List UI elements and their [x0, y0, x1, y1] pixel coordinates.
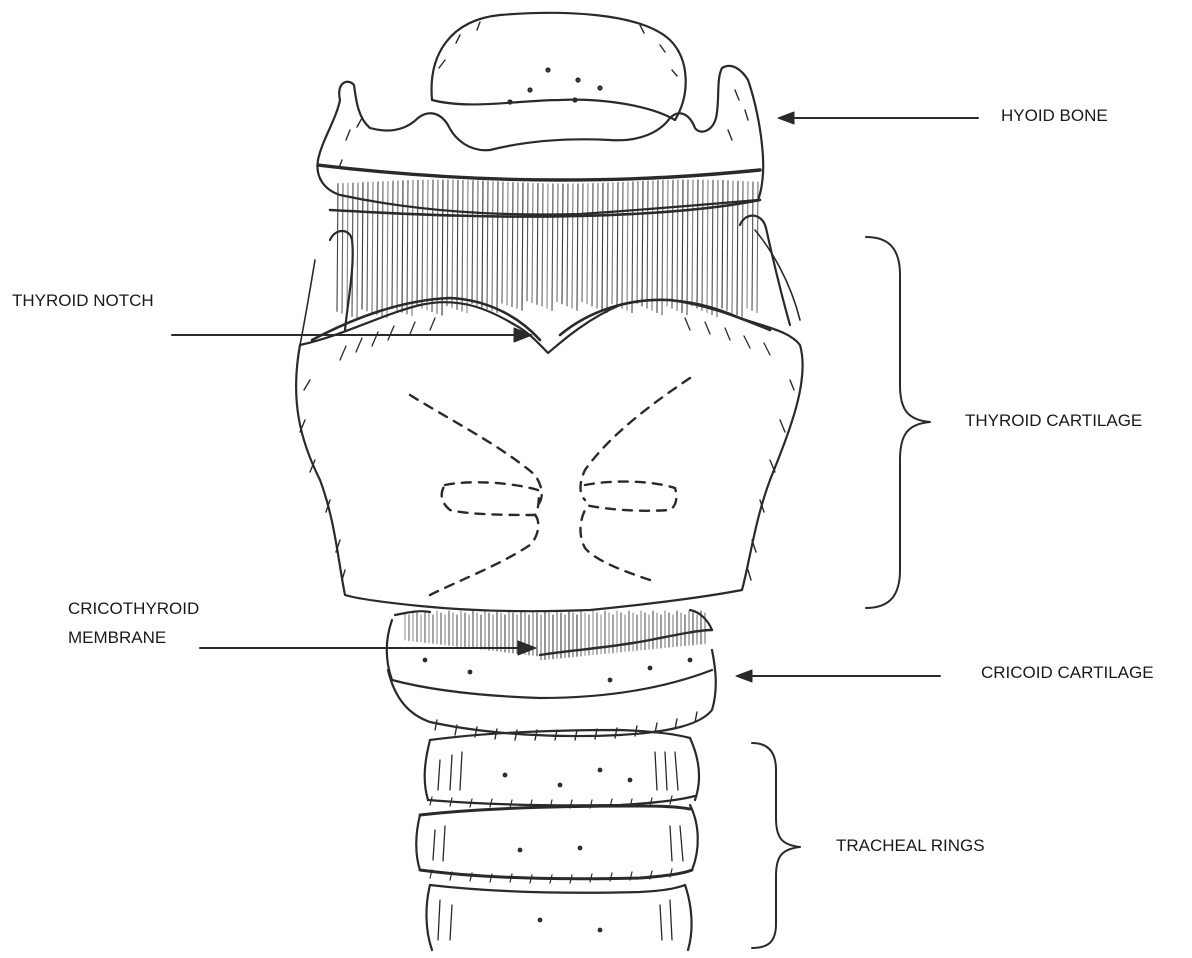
- brace-thyroid-cartilage: [866, 237, 930, 608]
- label-cricothyroid-membrane-line1: CRICOTHYROID: [68, 598, 199, 620]
- tracheal-rings-shape: [416, 730, 699, 950]
- label-thyroid-cartilage: THYROID CARTILAGE: [965, 410, 1142, 432]
- label-hyoid-bone: HYOID BONE: [1001, 105, 1108, 127]
- hyoid-bone: [317, 66, 763, 217]
- cricoid-cartilage-shape: [387, 610, 716, 740]
- label-cricothyroid-membrane-line2: MEMBRANE: [68, 627, 166, 649]
- thyrohyoid-membrane: [337, 180, 758, 318]
- label-tracheal-rings: TRACHEAL RINGS: [836, 835, 985, 857]
- arrow-hyoid-bone: [778, 112, 978, 124]
- arrow-cricothyroid-membrane: [200, 641, 536, 655]
- label-thyroid-notch: THYROID NOTCH: [12, 290, 154, 312]
- arrow-cricoid-cartilage: [736, 670, 940, 682]
- brace-tracheal-rings: [752, 743, 800, 948]
- arrow-thyroid-notch: [172, 328, 532, 342]
- epiglottis: [432, 13, 686, 120]
- label-cricoid-cartilage: CRICOID CARTILAGE: [981, 662, 1154, 684]
